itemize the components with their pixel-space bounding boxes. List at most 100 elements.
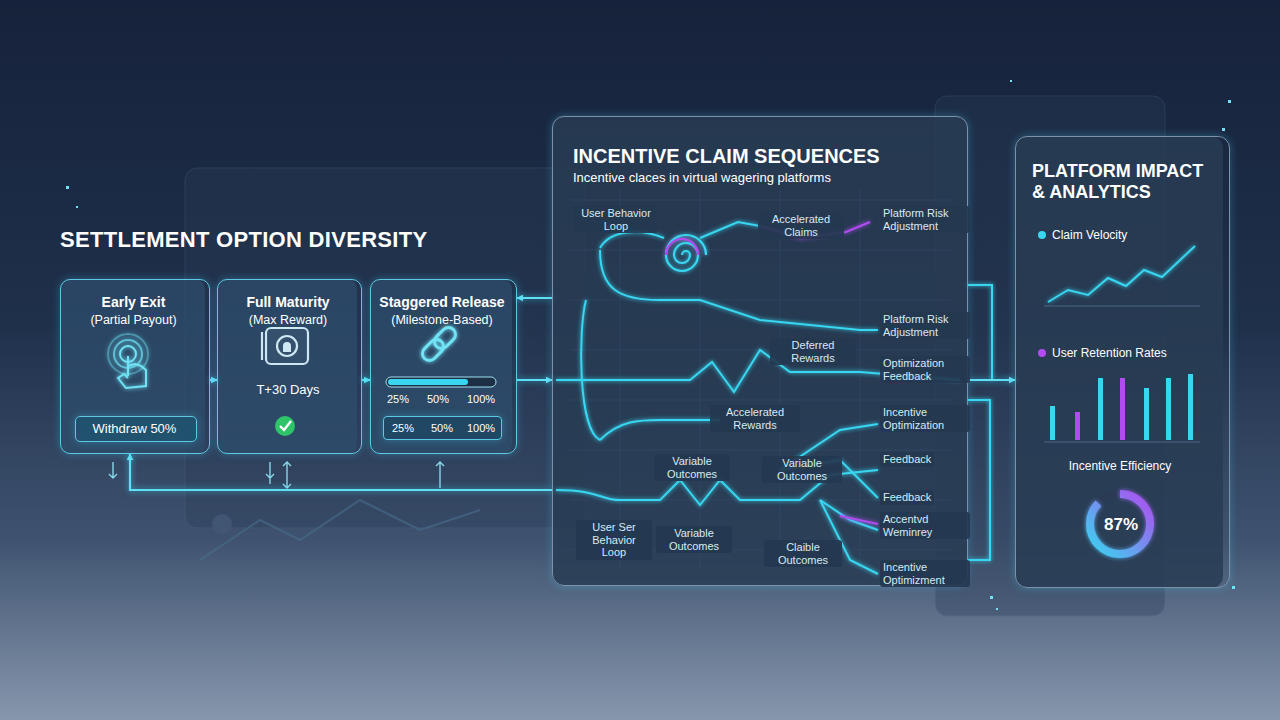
small-arrows [109, 462, 444, 488]
decor-shape [118, 356, 146, 388]
decor-shape [1075, 412, 1080, 440]
decor-shape [1144, 388, 1149, 440]
box-subheading: (Max Reward) [218, 313, 358, 327]
flow-label: Variable Outcomes [762, 456, 842, 483]
decor-shape [212, 514, 232, 534]
panel-heading: PLATFORM IMPACT & ANALYTICS [1032, 161, 1217, 202]
metric-label: Incentive Efficiency [1016, 460, 1224, 474]
flow-connector [130, 454, 552, 490]
line-chart [1048, 246, 1195, 302]
milestone-label: 50% [427, 422, 457, 435]
inner-box: 25% 50% 100% [383, 416, 502, 440]
check-icon [275, 416, 295, 436]
decor-shape [990, 596, 993, 599]
process-box: PLATFORM IMPACT & ANALYTICS Claim Velocit… [1015, 136, 1230, 588]
flow-connector [517, 379, 552, 381]
decor-shape [860, 190, 861, 570]
decor-shape [275, 416, 295, 436]
decor-shape [1048, 246, 1195, 302]
box-subheading: (Partial Payout) [61, 313, 206, 327]
flow-label: User Behavior Loop [574, 206, 658, 233]
flow-label: Feedback [880, 452, 934, 467]
box-heading: Early Exit [61, 294, 206, 310]
decor-shape [266, 462, 274, 484]
tap-icon [108, 334, 148, 388]
decor-shape [436, 462, 444, 488]
decor-shape [666, 239, 698, 255]
milestone-label: 25% [383, 393, 413, 406]
diagram-title: SETTLEMENT OPTION DIVERSITY [60, 227, 427, 253]
decor-shape [217, 279, 357, 454]
lock-icon [262, 328, 308, 364]
decor-shape [1050, 406, 1055, 440]
box-subheading: (Milestone-Based) [371, 313, 513, 327]
decor-shape [200, 500, 480, 560]
decor-shape [1222, 128, 1225, 131]
flow-label: Platform Risk Adjustment [880, 312, 970, 339]
inner-box: Withdraw 50% [75, 416, 197, 442]
metric-label: User Retention Rates [1052, 347, 1217, 361]
decor-shape [581, 300, 600, 440]
milestone-label: 25% [388, 422, 418, 435]
metric-label: Claim Velocity [1052, 229, 1212, 243]
flow-label: User Ser Behavior Loop [576, 520, 652, 560]
decor-shape [1188, 374, 1193, 440]
milestone-label: 100% [464, 422, 498, 435]
decor-shape [386, 377, 496, 387]
decor-shape [840, 516, 878, 524]
decor-shape [700, 222, 760, 238]
decor-shape [570, 450, 950, 451]
flow-label: Feedback [880, 490, 934, 505]
decor-shape [780, 190, 781, 570]
flow-label: Variable Outcomes [654, 454, 730, 481]
decor-shape [1166, 378, 1171, 440]
decor-shape [570, 300, 950, 301]
flow-label: Variable Outcomes [656, 526, 732, 553]
flow-label: Claible Outcomes [764, 540, 842, 567]
decor-shape [1010, 80, 1012, 82]
sparkles [66, 80, 1235, 610]
decor-shape [1038, 231, 1046, 239]
flow-connector [968, 379, 1015, 381]
flow-accents [760, 222, 878, 524]
metric-value: 87% [1016, 515, 1226, 535]
flow-label: Accentvd Weminrey [880, 512, 970, 539]
process-box: Full Maturity(Max Reward)T+30 Days [217, 279, 362, 454]
box-fills [60, 116, 1223, 588]
decor-shape [1120, 378, 1125, 440]
decor-shape [185, 168, 585, 528]
decor-shape [1044, 442, 1200, 443]
decor-shape [266, 328, 308, 364]
flow-connector [517, 297, 552, 299]
panel-subtitle: Incentive claces in virtual wagering pla… [573, 171, 963, 186]
decor-shape [1232, 586, 1235, 589]
decor-shape [666, 235, 706, 271]
flow-label: Accelerated Claims [758, 212, 844, 239]
decor-shape [60, 279, 205, 454]
bar-chart [1044, 374, 1200, 442]
flow-label: Incentive Optimization [880, 405, 970, 432]
milestone-label: 50% [423, 393, 453, 406]
decor-shape [283, 462, 291, 488]
decor-shape [420, 337, 447, 364]
decor-shape [109, 462, 117, 478]
flow-connector [362, 379, 370, 381]
decor-shape [600, 420, 720, 440]
process-box: Early Exit (Partial Payout) Withdraw 50% [60, 279, 210, 454]
panel-heading: INCENTIVE CLAIM SEQUENCES [573, 145, 963, 168]
decor-shape [996, 608, 998, 610]
link-icon [420, 325, 459, 364]
decor-shape [66, 186, 69, 189]
decor-shape [968, 400, 990, 560]
flow-label: Incentive Optimizment [880, 560, 970, 587]
legend-dots [1038, 231, 1046, 357]
decor-shape [968, 285, 992, 380]
decor-shape [283, 342, 291, 352]
decor-shape [388, 379, 468, 385]
decor-shape [370, 279, 512, 454]
duration-label: T+30 Days [218, 383, 358, 398]
decor-shape [600, 232, 664, 248]
flow-label: Optimization Feedback [880, 356, 970, 383]
